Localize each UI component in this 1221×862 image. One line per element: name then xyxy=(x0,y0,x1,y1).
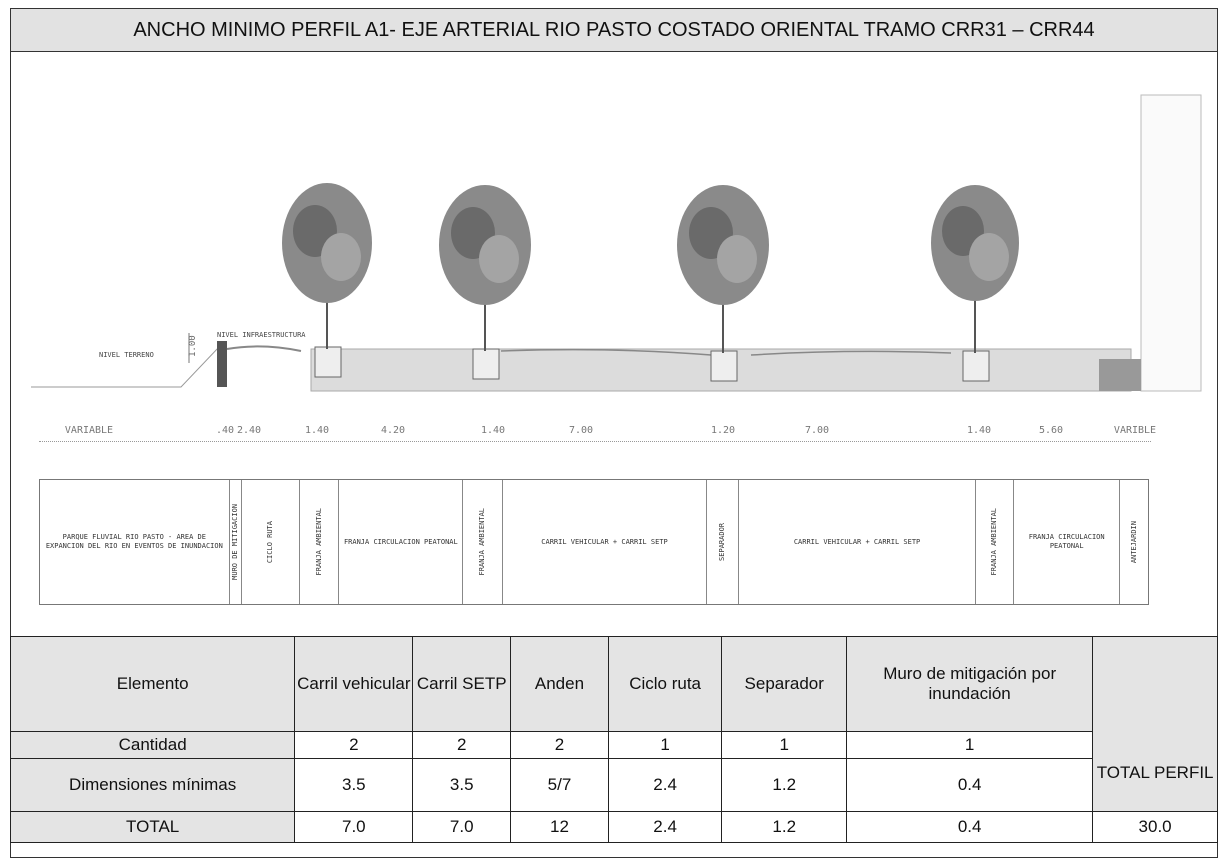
dimension-label: 2.40 xyxy=(236,425,262,436)
tree xyxy=(282,183,372,349)
zone-label-text: CARRIL VEHICULAR + CARRIL SETP xyxy=(541,537,668,546)
tree-planter xyxy=(962,350,990,382)
zone-label-text: FRANJA CIRCULACION PEATONAL xyxy=(1028,533,1105,550)
sheet-title: ANCHO MINIMO PERFIL A1- EJE ARTERIAL RIO… xyxy=(11,9,1217,52)
tree-planter xyxy=(314,346,342,378)
table-header-cell: Anden xyxy=(510,636,609,732)
table-cell: 2 xyxy=(412,731,512,759)
zone-label: FRANJA CIRCULACION PEATONAL xyxy=(1014,480,1121,604)
zone-label: FRANJA AMBIENTAL xyxy=(976,480,1015,604)
zone-label-text: FRANJA AMBIENTAL xyxy=(478,508,487,576)
zone-label-text: SEPARADOR xyxy=(717,523,726,561)
total-profile-header: TOTAL PERFIL xyxy=(1092,636,1218,812)
table-cell: 12 xyxy=(510,811,609,843)
building-block xyxy=(1140,94,1202,392)
dimension-label: 5.60 xyxy=(1038,425,1064,436)
table-cell: 2 xyxy=(510,731,609,759)
table-cell: 1 xyxy=(607,731,723,759)
zone-label: MURO DE MITIGACION xyxy=(230,480,242,604)
ground-level-label: NIVEL TERRENO xyxy=(99,351,154,359)
zone-label-text: FRANJA AMBIENTAL xyxy=(990,508,999,576)
table-cell: 1.2 xyxy=(721,758,848,812)
dimension-label: 4.20 xyxy=(380,425,406,436)
zone-label: CARRIL VEHICULAR + CARRIL SETP xyxy=(739,480,977,604)
table-cell: 7.0 xyxy=(412,811,512,843)
dimension-label: .40 xyxy=(215,425,235,436)
zone-label: FRANJA AMBIENTAL xyxy=(463,480,504,604)
zone-label: FRANJA AMBIENTAL xyxy=(300,480,340,604)
total-value: 30.0 xyxy=(1092,811,1218,843)
dimension-line xyxy=(39,441,1151,442)
table-cell: 7.0 xyxy=(294,811,414,843)
table-cell: 2 xyxy=(294,731,414,759)
zone-label: CICLO RUTA xyxy=(242,480,300,604)
zone-label-text: PARQUE FLUVIAL RIO PASTO - AREA DE EXPAN… xyxy=(45,533,223,550)
row-label: Dimensiones mínimas xyxy=(9,758,296,812)
zone-label: SEPARADOR xyxy=(707,480,739,604)
table-cell: 2.4 xyxy=(607,758,723,812)
right-curb xyxy=(1099,359,1141,391)
zone-label-text: CICLO RUTA xyxy=(265,520,274,564)
zone-label-text: FRANJA AMBIENTAL xyxy=(314,508,323,576)
infrastructure-level-label: NIVEL INFRAESTRUCTURA xyxy=(217,331,306,339)
zone-labels-row: PARQUE FLUVIAL RIO PASTO - AREA DE EXPAN… xyxy=(39,479,1149,605)
zone-label: PARQUE FLUVIAL RIO PASTO - AREA DE EXPAN… xyxy=(40,480,230,604)
table-header-cell: Carril SETP xyxy=(412,636,512,732)
row-label: Cantidad xyxy=(9,731,296,759)
tree-planter xyxy=(710,350,738,382)
table-cell: 0.4 xyxy=(846,811,1094,843)
zone-label: CARRIL VEHICULAR + CARRIL SETP xyxy=(503,480,707,604)
table-cell: 5/7 xyxy=(510,758,609,812)
zone-label-text: CARRIL VEHICULAR + CARRIL SETP xyxy=(793,537,921,546)
dimension-label: 1.40 xyxy=(304,425,330,436)
table-cell: 0.4 xyxy=(846,758,1094,812)
table-cell: 3.5 xyxy=(412,758,512,812)
table-cell: 1 xyxy=(721,731,848,759)
profile-sheet: ANCHO MINIMO PERFIL A1- EJE ARTERIAL RIO… xyxy=(10,8,1218,858)
table-header-cell: Separador xyxy=(721,636,848,732)
tree xyxy=(677,185,769,353)
zone-label-text: FRANJA CIRCULACION PEATONAL xyxy=(343,537,458,546)
tree xyxy=(931,185,1019,353)
table-cell: 1.2 xyxy=(721,811,848,843)
tree-planter xyxy=(472,348,500,380)
zone-label-text: MURO DE MITIGACION xyxy=(230,504,239,580)
tree xyxy=(439,185,531,351)
table-cell: 3.5 xyxy=(294,758,414,812)
table-header-cell: Carril vehicular xyxy=(294,636,414,732)
mitigation-wall xyxy=(217,341,227,387)
zone-label-text: ANTEJARDIN xyxy=(1129,520,1138,564)
dimension-label: 1.40 xyxy=(480,425,506,436)
zone-label: ANTEJARDIN xyxy=(1120,480,1148,604)
table-header-cell: Elemento xyxy=(9,636,296,732)
table-header-cell: Muro de mitigación por inundación xyxy=(846,636,1094,732)
height-label: 1.00 xyxy=(188,335,198,357)
street-cross-section: 1.00 NIVEL TERRENO NIVEL INFRAESTRUCTURA xyxy=(31,94,1202,392)
dimension-label: 7.00 xyxy=(804,425,830,436)
table-cell: 1 xyxy=(846,731,1094,759)
row-label: TOTAL xyxy=(9,811,296,843)
dimension-label: 1.40 xyxy=(966,425,992,436)
dimension-label: VARIBLE xyxy=(1113,425,1157,436)
zone-label: FRANJA CIRCULACION PEATONAL xyxy=(339,480,464,604)
dimension-label: 1.20 xyxy=(710,425,736,436)
table-cell: 2.4 xyxy=(607,811,723,843)
bike-path xyxy=(226,345,302,352)
table-header-cell: Ciclo ruta xyxy=(607,636,723,732)
dimension-label: 7.00 xyxy=(568,425,594,436)
dimension-label: VARIABLE xyxy=(64,425,114,436)
road-surface xyxy=(500,348,952,356)
